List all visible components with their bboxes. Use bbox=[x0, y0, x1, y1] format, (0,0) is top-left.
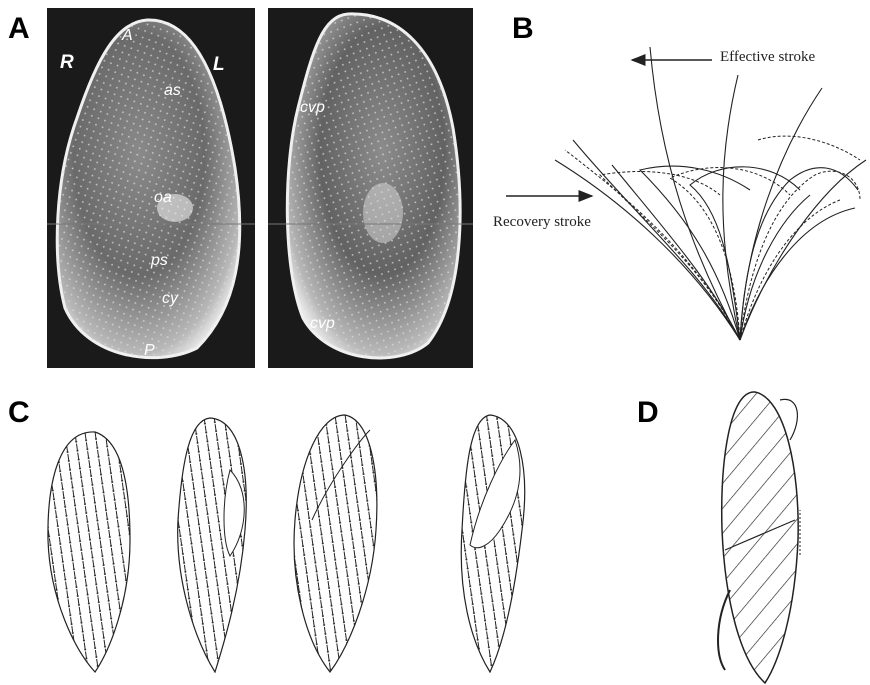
twisted-cell-drawing bbox=[0, 0, 870, 685]
